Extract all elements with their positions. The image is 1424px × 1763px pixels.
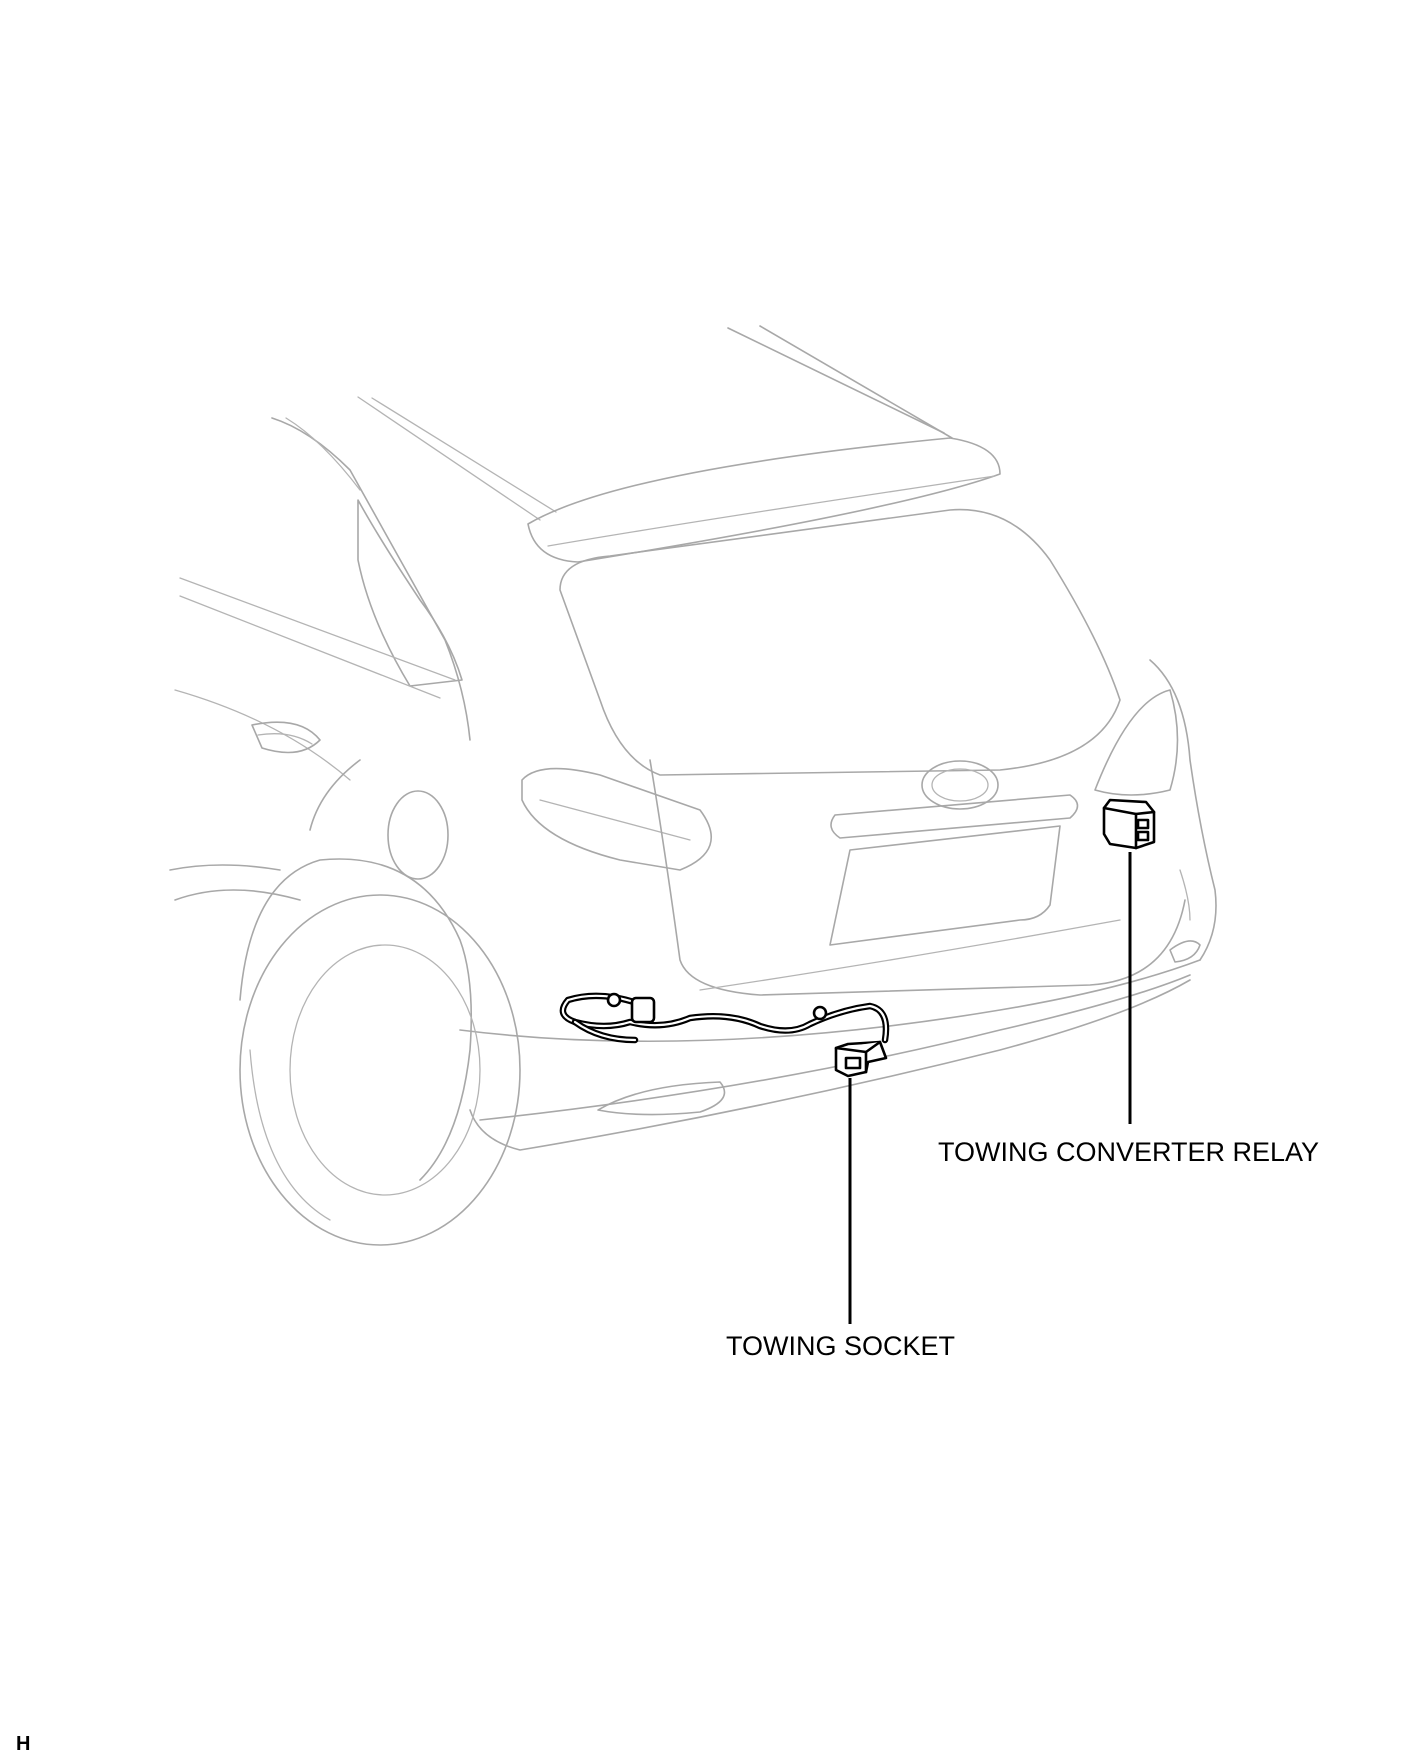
towing-socket-label: TOWING SOCKET <box>726 1331 955 1361</box>
vehicle-outline <box>169 325 1217 1246</box>
towing-socket-harness <box>559 992 890 1044</box>
towing-converter-relay-part <box>1102 798 1156 850</box>
towing-socket-part <box>834 1040 888 1078</box>
towing-converter-relay-label: TOWING CONVERTER RELAY <box>938 1137 1319 1167</box>
corner-mark: H <box>16 1733 30 1755</box>
